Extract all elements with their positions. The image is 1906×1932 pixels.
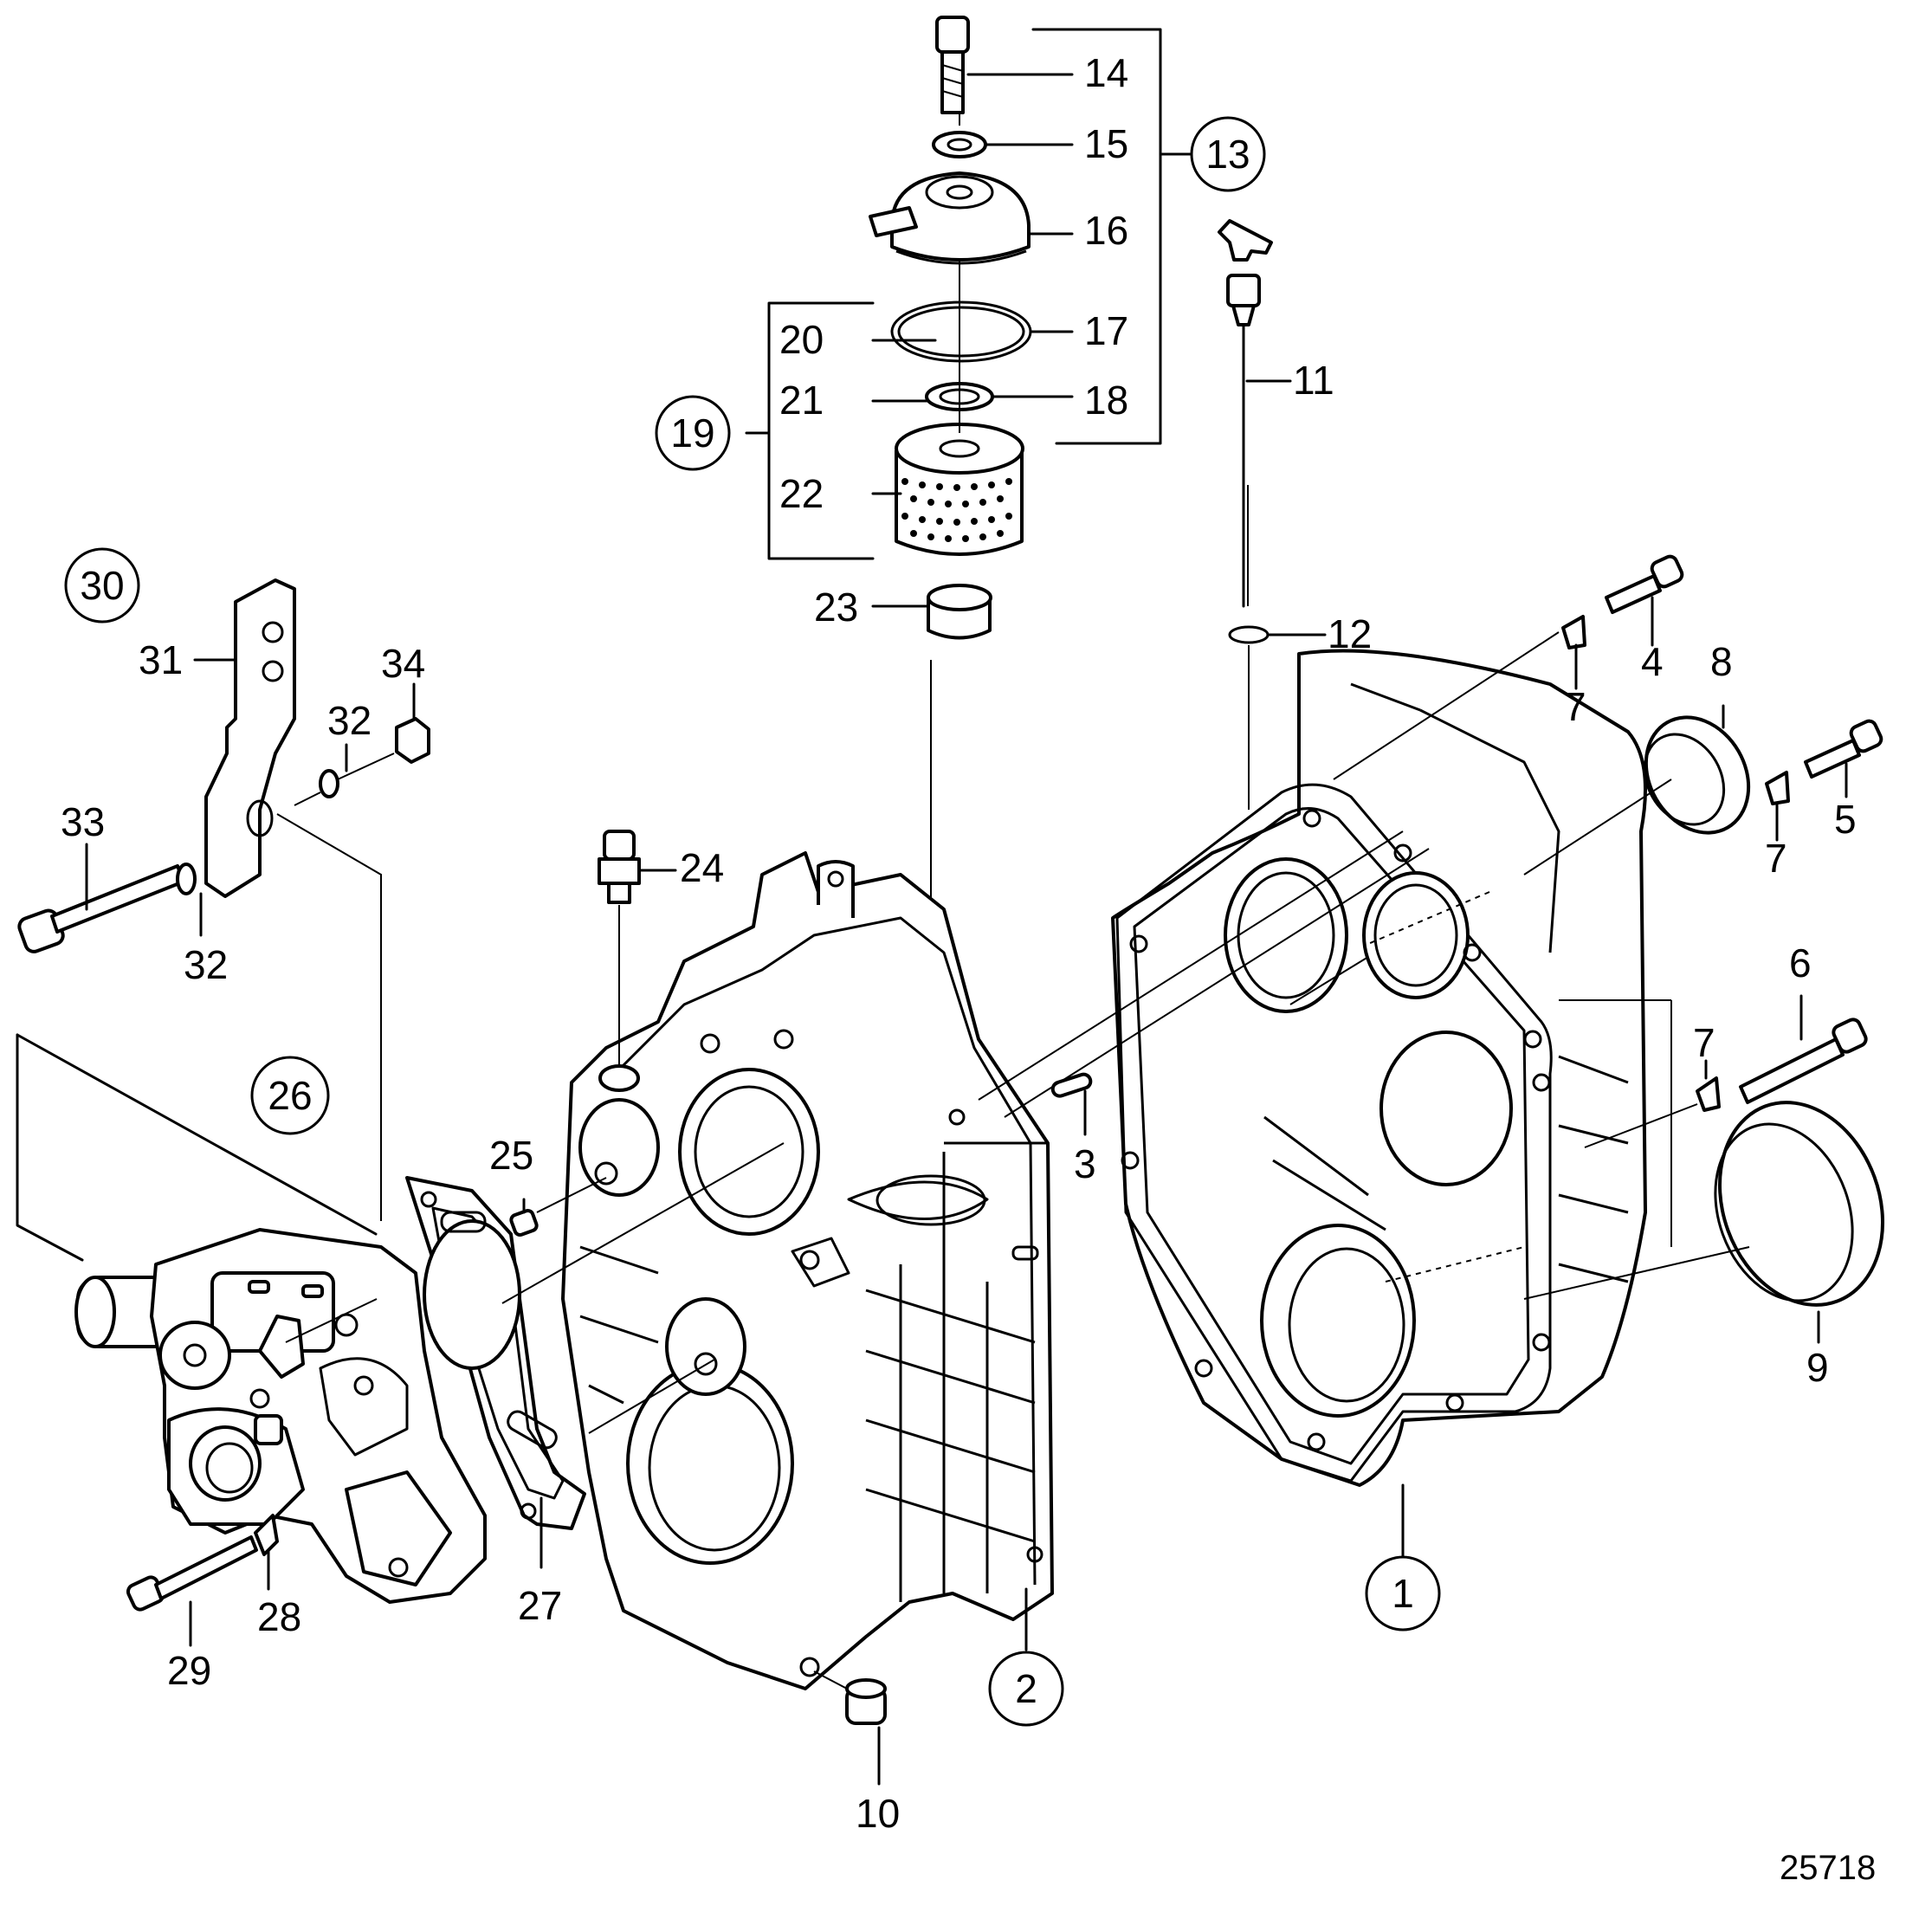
part-12-oring [1228, 625, 1270, 810]
callout-8: 8 [1710, 639, 1733, 684]
callout-30: 30 [80, 563, 124, 608]
part-10-plug [813, 1670, 887, 1725]
part-6-bolt [1739, 1018, 1868, 1104]
part-14-bolt [935, 16, 970, 114]
part-32-washer-upper [294, 753, 395, 806]
callout-circle-1: 1 [1365, 1555, 1441, 1632]
part-22-filter-element [895, 423, 1024, 556]
callout-circle-2: 2 [988, 1651, 1064, 1727]
callout-circle-13: 13 [1190, 116, 1266, 192]
part-25-plug [509, 1177, 607, 1237]
callout-11: 11 [1293, 358, 1334, 403]
part-2-housing [561, 851, 1054, 1690]
callout-circle-30: 30 [64, 547, 140, 624]
callout-27: 27 [518, 1583, 562, 1628]
callout-24: 24 [680, 845, 724, 890]
callout-34: 34 [381, 641, 425, 686]
part-4-bolt [1605, 554, 1684, 614]
callout-15: 15 [1084, 121, 1128, 166]
part-7-washer-c [1584, 1076, 1721, 1148]
callout-22: 22 [779, 471, 824, 516]
callout-9: 9 [1806, 1345, 1829, 1390]
part-34-nut [395, 717, 430, 764]
callout-12: 12 [1328, 611, 1372, 656]
callout-14: 14 [1084, 50, 1128, 95]
part-5-bolt [1804, 719, 1883, 779]
assembly-guide-lines [276, 813, 1672, 1434]
callout-6: 6 [1789, 940, 1812, 985]
part-32-washer-lower [176, 863, 197, 895]
callout-2: 2 [1015, 1666, 1037, 1711]
part-7-washer-a [1333, 615, 1586, 780]
callout-7-b: 7 [1765, 836, 1787, 881]
callout-32-upper: 32 [327, 698, 372, 743]
part-31-bracket [193, 578, 296, 898]
callout-1: 1 [1392, 1571, 1414, 1616]
callout-circle-19: 19 [655, 395, 731, 471]
part-16-cover [869, 171, 1031, 265]
callout-32-lower: 32 [184, 942, 228, 987]
part-3-dowel [1050, 1072, 1093, 1098]
part-24-sensor [598, 830, 641, 1065]
part-26-pump-assembly [16, 1033, 487, 1604]
circled-callouts: 13 19 30 26 2 1 [64, 116, 1441, 1727]
callout-4: 4 [1641, 639, 1664, 684]
figure-number: 25718 [1780, 1849, 1876, 1887]
callout-23: 23 [814, 585, 858, 630]
part-29-bolt [126, 1535, 258, 1612]
callout-7-a: 7 [1564, 684, 1586, 729]
callout-circle-26: 26 [250, 1056, 330, 1135]
callout-21: 21 [779, 378, 824, 423]
part-33-bolt [17, 864, 185, 953]
part-27-gasket [405, 1176, 586, 1530]
bracket-19 [767, 301, 875, 560]
part-8-seal [1523, 715, 1751, 876]
part-7-washer-b [1765, 771, 1790, 805]
callout-13: 13 [1205, 132, 1250, 177]
callout-25: 25 [489, 1133, 533, 1178]
callout-labels: 14 15 16 17 18 20 21 22 23 11 12 4 7 8 5… [61, 50, 1876, 1887]
part-9-seal-ring [1523, 1101, 1885, 1307]
bracket-13 [1031, 28, 1162, 445]
callout-26: 26 [268, 1073, 312, 1118]
callout-16: 16 [1084, 208, 1128, 253]
callout-18: 18 [1084, 378, 1128, 423]
part-23-spacer [927, 584, 992, 640]
callout-7-c: 7 [1693, 1020, 1715, 1065]
callout-19: 19 [670, 410, 714, 456]
part-15-washer [932, 131, 987, 158]
part-1-housing [1111, 649, 1647, 1487]
callout-leaders [85, 73, 1848, 1786]
callout-5: 5 [1834, 797, 1857, 842]
callout-10: 10 [856, 1791, 900, 1836]
callout-29: 29 [167, 1648, 211, 1693]
part-17-oring [890, 300, 1032, 363]
part-28-washer [254, 1514, 279, 1556]
callout-3: 3 [1074, 1141, 1096, 1186]
callout-31: 31 [139, 637, 183, 682]
callout-17: 17 [1084, 308, 1128, 353]
part-11-dipstick [1218, 219, 1273, 608]
callout-28: 28 [257, 1594, 301, 1639]
callout-33: 33 [61, 799, 105, 844]
callout-20: 20 [779, 317, 824, 362]
